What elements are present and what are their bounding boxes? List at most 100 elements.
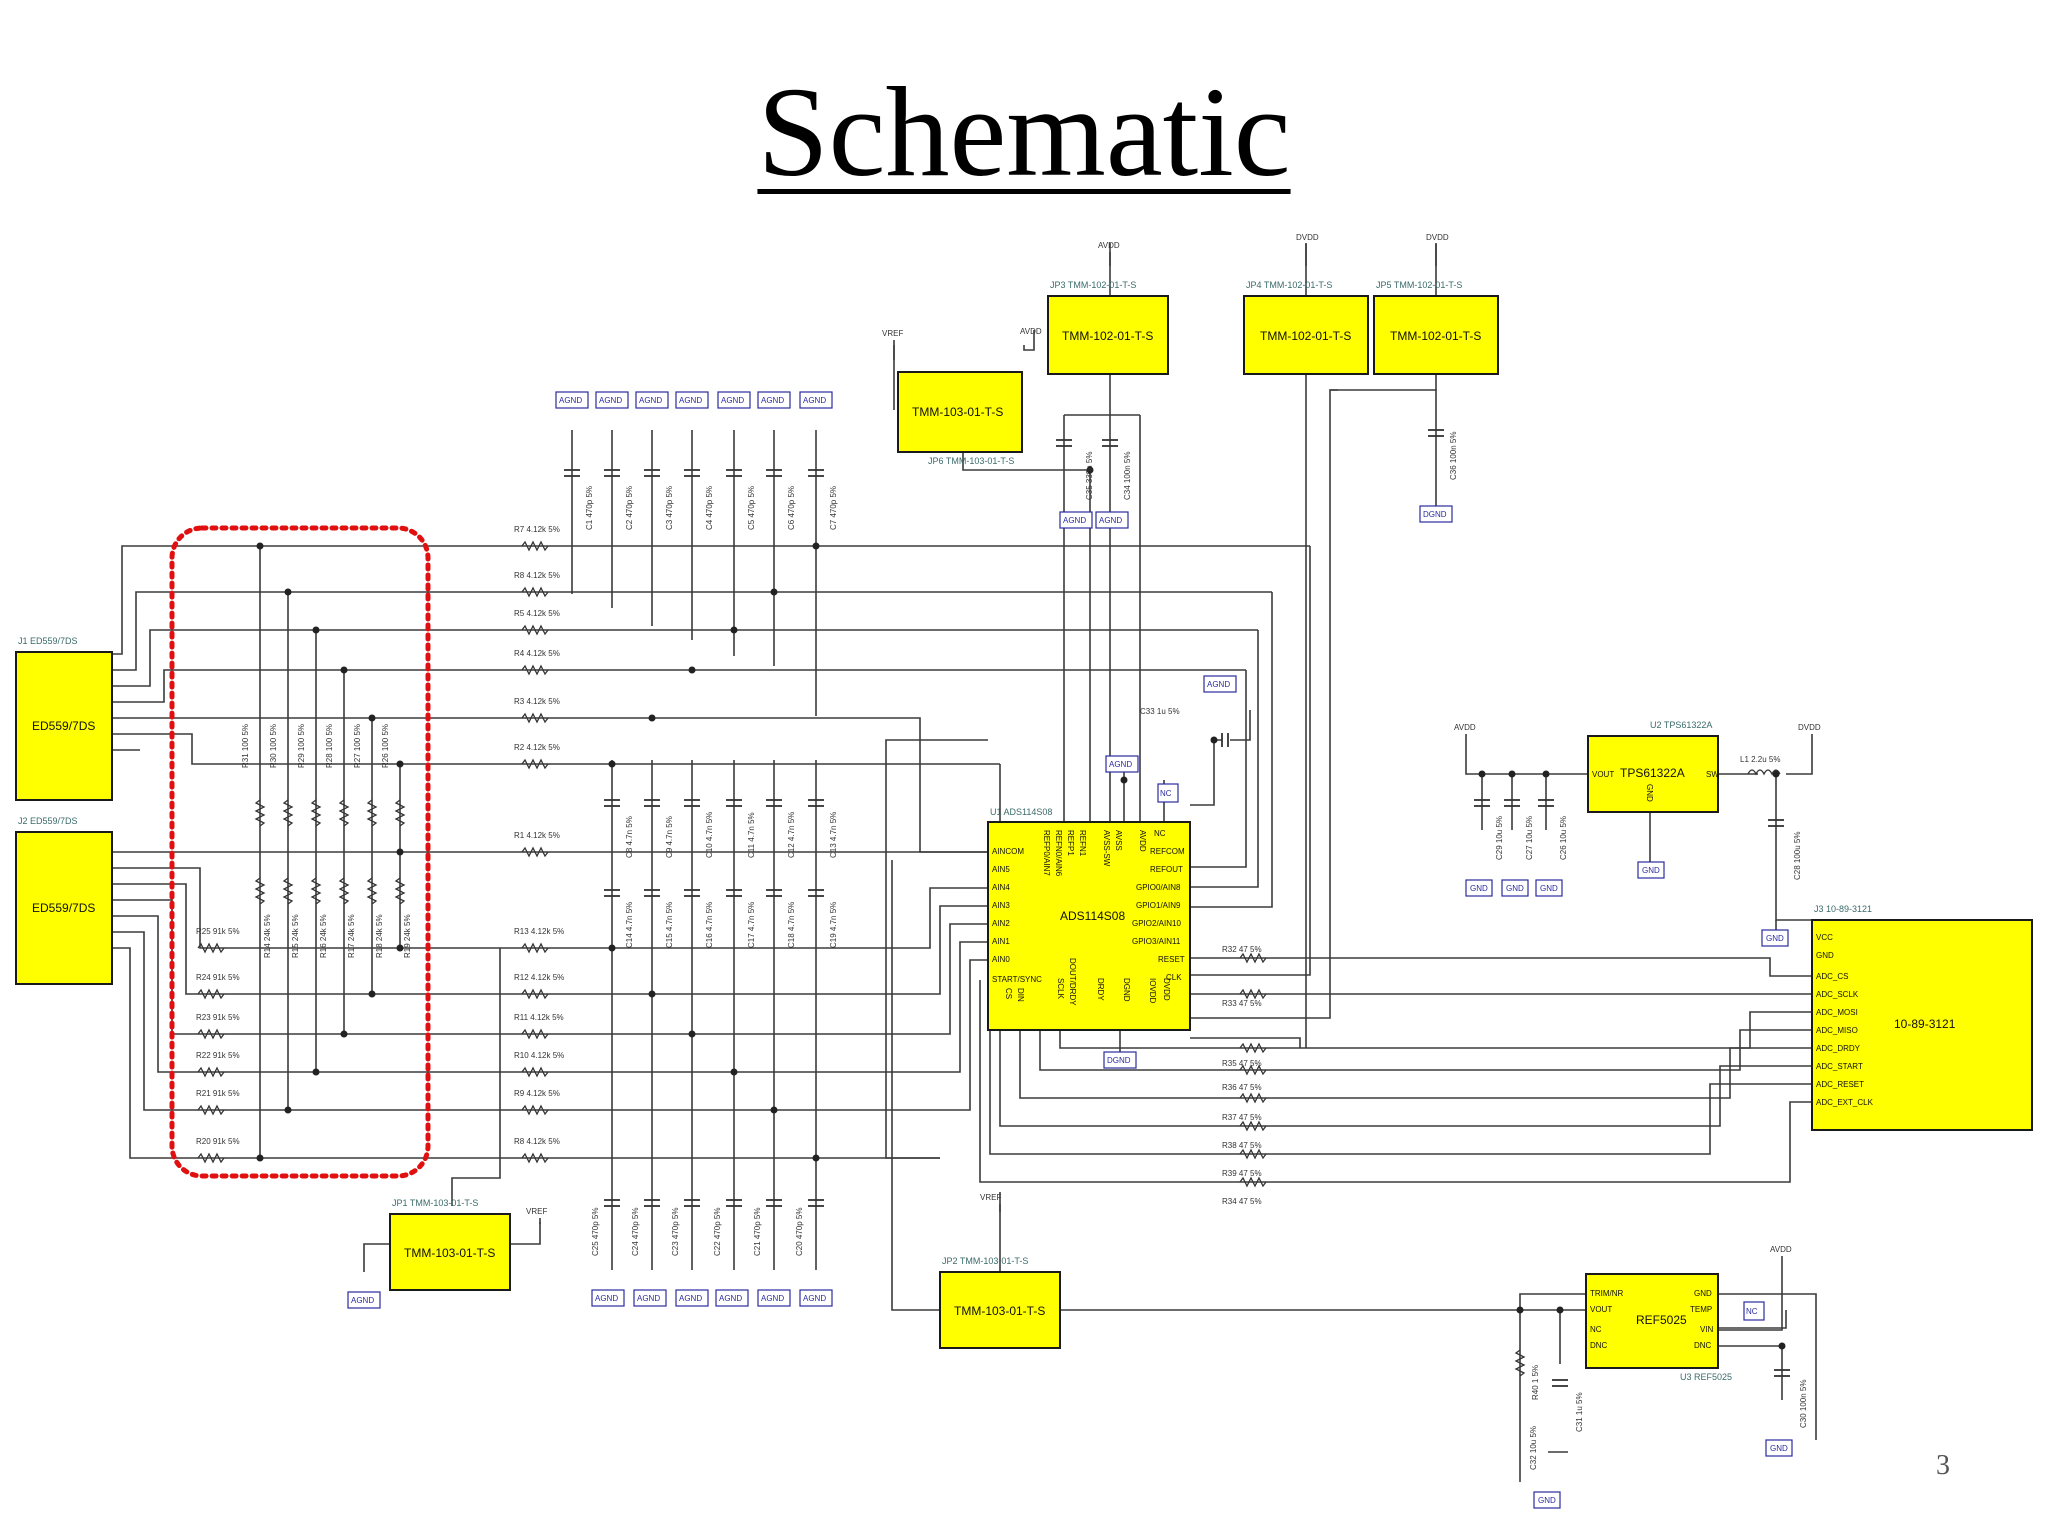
svg-text:R8 4.12k 5%: R8 4.12k 5% <box>514 571 560 580</box>
svg-text:R14 24k 5%: R14 24k 5% <box>263 914 272 958</box>
page-number: 3 <box>1936 1450 1950 1481</box>
svg-text:AGND: AGND <box>637 1294 660 1303</box>
u3-label: REF5025 <box>1636 1313 1687 1327</box>
svg-text:R32 47 5%: R32 47 5% <box>1222 945 1262 954</box>
jp6-label: TMM-103-01-T-S <box>912 405 1003 419</box>
svg-text:R27 100 5%: R27 100 5% <box>353 724 362 768</box>
svg-text:AGND: AGND <box>721 396 744 405</box>
part-labels: R7 4.12k 5% R8 4.12k 5% R5 4.12k 5% R4 4… <box>196 432 1808 1470</box>
svg-text:R40 1 5%: R40 1 5% <box>1531 1365 1540 1400</box>
svg-text:AGND: AGND <box>595 1294 618 1303</box>
svg-text:C24 470p 5%: C24 470p 5% <box>631 1208 640 1256</box>
agnd-u1: AGND <box>1109 760 1132 769</box>
svg-text:C35 330n 5%: C35 330n 5% <box>1085 452 1094 500</box>
net-avdd-top: AVDD <box>1098 241 1120 250</box>
svg-text:C10 4.7n 5%: C10 4.7n 5% <box>705 812 714 858</box>
jp1-header: TMM-103-01-T-S JP1 TMM-103-01-T-S <box>389 1198 511 1291</box>
svg-text:C15 4.7n 5%: C15 4.7n 5% <box>665 902 674 948</box>
svg-text:R21 91k 5%: R21 91k 5% <box>196 1089 240 1098</box>
u1-pin-ain1: AIN1 <box>992 937 1010 946</box>
svg-text:AGND: AGND <box>639 396 662 405</box>
u1-pin-refn1: REFN1 <box>1078 830 1087 857</box>
j3-pin-gnd: GND <box>1816 951 1834 960</box>
svg-text:R4 4.12k 5%: R4 4.12k 5% <box>514 649 560 658</box>
svg-text:R25 91k 5%: R25 91k 5% <box>196 927 240 936</box>
svg-text:R31 100 5%: R31 100 5% <box>241 724 250 768</box>
u2-pin-gnd: GND <box>1645 784 1654 802</box>
jp1-label: TMM-103-01-T-S <box>404 1246 495 1260</box>
gnd-c29: GND <box>1470 884 1488 893</box>
gnd-c30: GND <box>1770 1444 1788 1453</box>
u1-pin-avss-sw: AVSS-SW <box>1102 830 1111 867</box>
svg-text:R22 91k 5%: R22 91k 5% <box>196 1051 240 1060</box>
u2-ref: U2 TPS61322A <box>1650 720 1712 730</box>
svg-text:C31 1u 5%: C31 1u 5% <box>1575 1392 1584 1432</box>
u1-pin-refout: REFOUT <box>1150 865 1183 874</box>
u1-pin-iovdd: IOVDD <box>1148 978 1157 1004</box>
svg-text:R26 100 5%: R26 100 5% <box>381 724 390 768</box>
svg-text:R28 100 5%: R28 100 5% <box>325 724 334 768</box>
svg-text:C11 4.7n 5%: C11 4.7n 5% <box>747 812 756 858</box>
svg-text:R19 24k 5%: R19 24k 5% <box>403 914 412 958</box>
jp4-header: TMM-102-01-T-S JP4 TMM-102-01-T-S <box>1243 280 1369 375</box>
svg-text:AGND: AGND <box>599 396 622 405</box>
svg-text:R10 4.12k 5%: R10 4.12k 5% <box>514 1051 564 1060</box>
agnd-row-top: AGND AGND AGND AGND AGND AGND AGND <box>555 391 833 409</box>
u2-label: TPS61322A <box>1620 766 1685 780</box>
u1-pin-drdy: DRDY <box>1096 978 1105 1001</box>
svg-text:R15 24k 5%: R15 24k 5% <box>291 914 300 958</box>
u1-adc: ADS114S08 U1 ADS114S08 AINCOM AIN5 AIN4 … <box>987 807 1191 1031</box>
svg-text:R18 24k 5%: R18 24k 5% <box>375 914 384 958</box>
svg-text:C23 470p 5%: C23 470p 5% <box>671 1208 680 1256</box>
agnd-c34: AGND <box>1099 516 1122 525</box>
u1-pin-dgnd: DGND <box>1122 978 1131 1002</box>
svg-text:C26 10u 5%: C26 10u 5% <box>1559 816 1568 860</box>
u1-pin-sclk: SCLK <box>1056 978 1065 1000</box>
j3-label: 10-89-3121 <box>1894 1017 1956 1031</box>
svg-text:C9 4.7n 5%: C9 4.7n 5% <box>665 816 674 858</box>
svg-text:R12 4.12k 5%: R12 4.12k 5% <box>514 973 564 982</box>
svg-text:C34 100n 5%: C34 100n 5% <box>1123 452 1132 500</box>
jp3-header: TMM-102-01-T-S JP3 TMM-102-01-T-S <box>1047 280 1169 375</box>
u1-pin-ain5: AIN5 <box>992 865 1010 874</box>
svg-text:C1 470p 5%: C1 470p 5% <box>585 486 594 530</box>
j2-connector: ED559/7DS J2 ED559/7DS <box>15 816 113 985</box>
nc-u1: NC <box>1160 789 1172 798</box>
u1-pin-start: START/SYNC <box>992 975 1042 984</box>
svg-text:C12 4.7n 5%: C12 4.7n 5% <box>787 812 796 858</box>
u1-pin-din: DIN <box>1016 988 1025 1002</box>
svg-text:C19 4.7n 5%: C19 4.7n 5% <box>829 902 838 948</box>
svg-text:C2 470p 5%: C2 470p 5% <box>625 486 634 530</box>
capacitors <box>564 429 1790 1387</box>
u3-pin-dnc-2: DNC <box>1694 1341 1712 1350</box>
j3-pin-adc-start: ADC_START <box>1816 1062 1863 1071</box>
ground-symbols: AGND AGND AGND AGND AGND AGND AGND AGND … <box>347 391 1793 1509</box>
jp4-label: TMM-102-01-T-S <box>1260 329 1351 343</box>
svg-text:R24 91k 5%: R24 91k 5% <box>196 973 240 982</box>
svg-text:C22 470p 5%: C22 470p 5% <box>713 1208 722 1256</box>
gnd-c26: GND <box>1540 884 1558 893</box>
j3-pin-adc-mosi: ADC_MOSI <box>1816 1008 1858 1017</box>
svg-text:R30 100 5%: R30 100 5% <box>269 724 278 768</box>
u1-label: ADS114S08 <box>1060 909 1125 923</box>
svg-text:C30 100n 5%: C30 100n 5% <box>1799 1380 1808 1428</box>
u3-pin-dnc: DNC <box>1590 1341 1608 1350</box>
jp3-label: TMM-102-01-T-S <box>1062 329 1153 343</box>
svg-text:AGND: AGND <box>679 396 702 405</box>
highlight-resistor-network <box>169 525 431 1179</box>
svg-text:R38 47 5%: R38 47 5% <box>1222 1141 1262 1150</box>
net-vref-top: VREF <box>882 329 903 338</box>
svg-text:R35 47 5%: R35 47 5% <box>1222 1059 1262 1068</box>
u3-pin-temp: TEMP <box>1690 1305 1712 1314</box>
svg-text:C13 4.7n 5%: C13 4.7n 5% <box>829 812 838 858</box>
u1-pin-ain0: AIN0 <box>992 955 1010 964</box>
ladder-resistors <box>254 799 1526 1377</box>
agnd-jp1: AGND <box>351 1296 374 1305</box>
svg-text:C29 10u 5%: C29 10u 5% <box>1495 816 1504 860</box>
net-dvdd-jp5: DVDD <box>1426 233 1449 242</box>
svg-text:R36 47 5%: R36 47 5% <box>1222 1083 1262 1092</box>
svg-text:C21 470p 5%: C21 470p 5% <box>753 1208 762 1256</box>
svg-text:C16 4.7n 5%: C16 4.7n 5% <box>705 902 714 948</box>
svg-text:L1 2.2u 5%: L1 2.2u 5% <box>1740 755 1780 764</box>
